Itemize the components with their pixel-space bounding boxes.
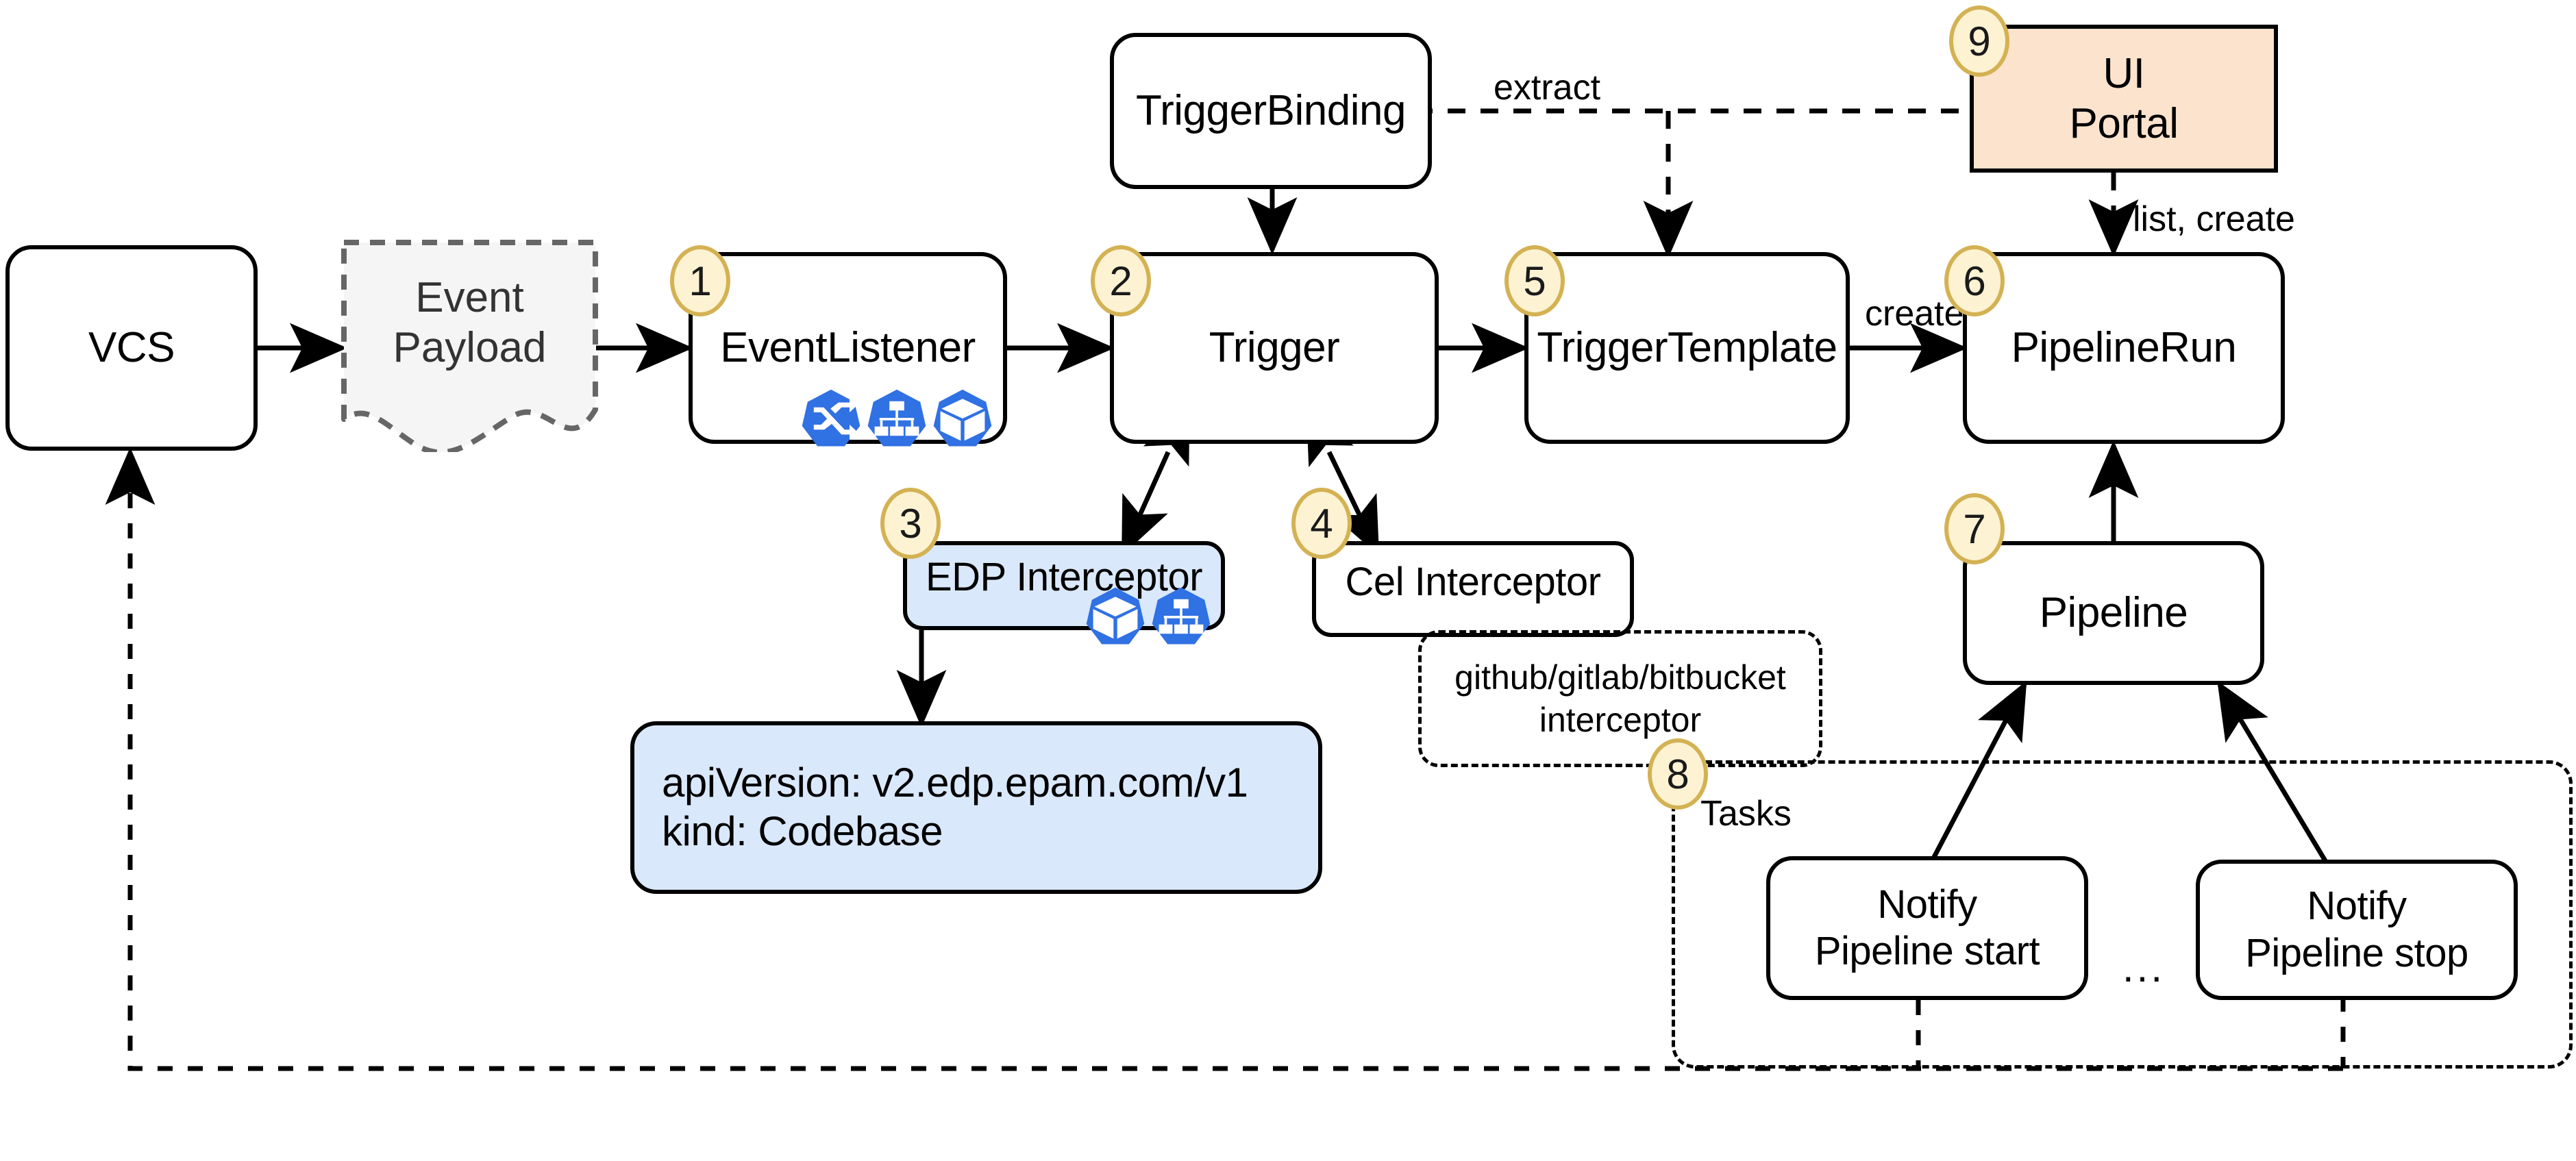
edge-label-create: create <box>1865 294 1964 334</box>
node-cel-interceptor[interactable]: Cel Interceptor <box>1312 541 1634 637</box>
node-trigger-binding[interactable]: TriggerBinding <box>1110 33 1432 189</box>
node-ui-portal[interactable]: UI Portal <box>1970 25 2278 173</box>
node-edp-interceptor-label: EDP Interceptor <box>925 554 1203 599</box>
interceptor-note: github/gitlab/bitbucket interceptor <box>1418 630 1822 767</box>
codebase-kind: kind: Codebase <box>662 808 943 854</box>
badge-5: 5 <box>1504 245 1565 316</box>
node-pipeline-run-label: PipelineRun <box>2011 324 2237 372</box>
node-notify-pipeline-stop[interactable]: Notify Pipeline stop <box>2196 860 2518 1000</box>
node-event-payload[interactable]: Event Payload <box>341 240 598 452</box>
pod-cube-icon <box>933 389 992 447</box>
codebase-apiversion: apiVersion: v2.edp.epam.com/v1 <box>662 760 1248 806</box>
node-trigger-binding-label: TriggerBinding <box>1136 87 1406 135</box>
tasks-region <box>1672 760 2573 1069</box>
edp-interceptor-icon-row <box>1085 586 1212 647</box>
badge-2: 2 <box>1091 245 1151 316</box>
edge-label-list-create: list, create <box>2133 199 2295 239</box>
ui-portal-line2: Portal <box>2069 100 2179 147</box>
node-pipeline-run[interactable]: PipelineRun <box>1963 252 2285 444</box>
event-payload-shape <box>341 240 598 452</box>
edge-label-extract: extract <box>1494 68 1601 108</box>
event-listener-icon-row <box>800 388 993 449</box>
badge-8: 8 <box>1648 738 1708 810</box>
pod-cube-icon <box>1086 587 1145 645</box>
node-trigger-template[interactable]: TriggerTemplate <box>1524 252 1850 444</box>
badge-6: 6 <box>1944 245 2005 316</box>
badge-3: 3 <box>880 488 941 559</box>
node-codebase-manifest[interactable]: apiVersion: v2.edp.epam.com/v1 kind: Cod… <box>630 721 1322 894</box>
node-vcs-label: VCS <box>88 324 175 372</box>
notify-start-line2: Pipeline start <box>1814 929 2040 973</box>
ui-portal-line1: UI <box>2103 49 2146 97</box>
notify-start-line1: Notify <box>1877 882 1977 927</box>
badge-4: 4 <box>1291 488 1352 559</box>
node-pipeline-label: Pipeline <box>2039 589 2188 637</box>
event-payload-label: Event Payload <box>393 273 547 371</box>
node-event-listener-label: EventListener <box>720 324 976 372</box>
node-pipeline[interactable]: Pipeline <box>1963 541 2264 685</box>
service-hierarchy-icon <box>1152 587 1211 645</box>
node-trigger[interactable]: Trigger <box>1110 252 1439 444</box>
notify-ellipsis: ... <box>2122 945 2166 990</box>
route-shuffle-icon <box>802 389 860 447</box>
node-cel-interceptor-label: Cel Interceptor <box>1345 559 1601 604</box>
node-trigger-label: Trigger <box>1209 324 1340 372</box>
badge-9: 9 <box>1949 5 2009 77</box>
service-hierarchy-icon <box>867 389 926 447</box>
notify-stop-line2: Pipeline stop <box>2245 930 2468 975</box>
notify-stop-line1: Notify <box>2307 884 2407 929</box>
badge-1: 1 <box>670 245 730 316</box>
badge-7: 7 <box>1944 493 2005 564</box>
node-trigger-template-label: TriggerTemplate <box>1537 324 1837 372</box>
tasks-region-label: Tasks <box>1700 794 1792 834</box>
node-notify-pipeline-start[interactable]: Notify Pipeline start <box>1766 856 2088 1000</box>
node-vcs[interactable]: VCS <box>5 245 258 451</box>
